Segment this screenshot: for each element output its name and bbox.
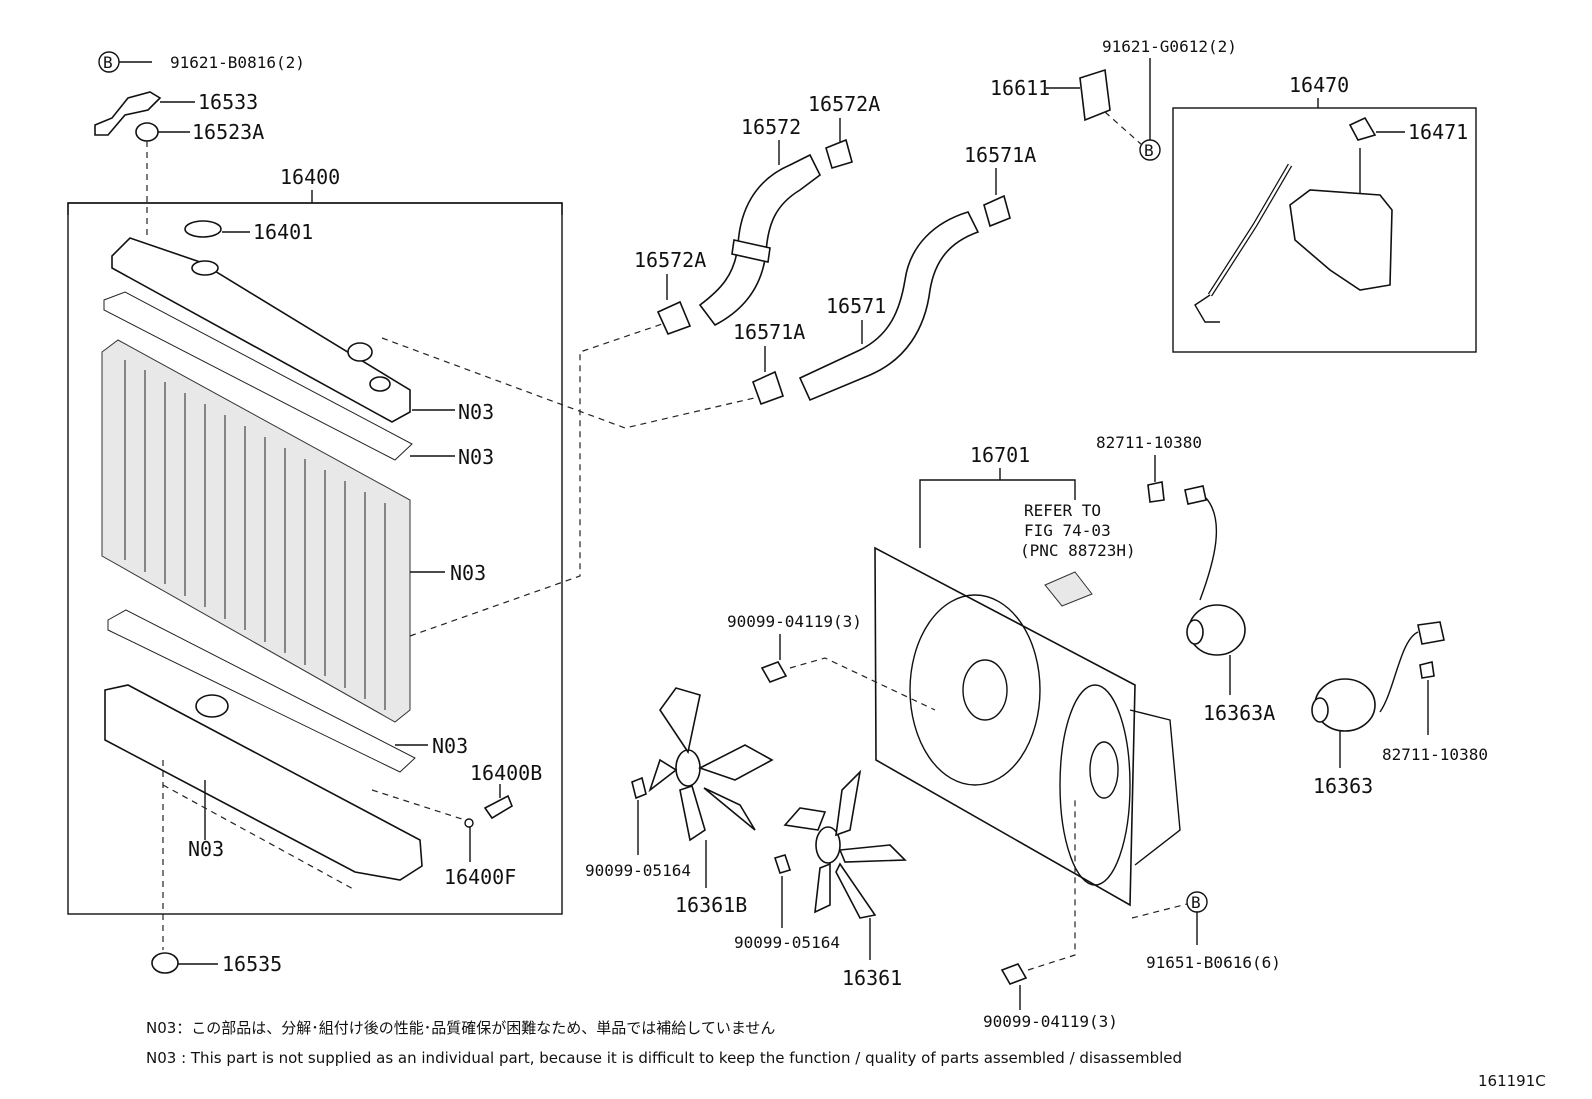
svg-text:B: B bbox=[1191, 893, 1201, 912]
hoses-group: 16572A 16572 16572A 16571A 16571 16571A bbox=[634, 92, 1036, 406]
label-16400: 16400 bbox=[280, 165, 340, 189]
label-16523a: 16523A bbox=[192, 120, 264, 144]
label-16470: 16470 bbox=[1289, 73, 1349, 97]
clamp-16572a-top-icon bbox=[825, 138, 853, 169]
label-16535: 16535 bbox=[222, 952, 282, 976]
label-16401: 16401 bbox=[253, 220, 313, 244]
fan-shroud-16701-icon bbox=[874, 546, 1136, 907]
label-16400b: 16400B bbox=[470, 761, 542, 785]
fan-shroud-group: 16701 REFER TO FIG 74-03 (PNC 88723H) 90… bbox=[585, 433, 1488, 1031]
fan-16361-icon bbox=[783, 769, 907, 919]
radiator-core-icon bbox=[101, 339, 411, 723]
fan-motor-16363-icon bbox=[1311, 678, 1376, 732]
label-16533: 16533 bbox=[198, 90, 258, 114]
fan-motor-16363a-icon bbox=[1186, 604, 1246, 656]
radiator-group: B 91621-B0816(2) 16533 16523A 16400 1640… bbox=[67, 51, 781, 976]
label-16572a-left: 16572A bbox=[634, 248, 706, 272]
label-90099-04119-bot: 90099-04119(3) bbox=[983, 1012, 1118, 1031]
cushion-16535-icon bbox=[151, 952, 179, 974]
clamp-16572a-left-icon bbox=[656, 300, 692, 336]
label-82711-top: 82711-10380 bbox=[1096, 433, 1202, 452]
label-16571a-mid: 16571A bbox=[733, 320, 805, 344]
footnote-english: N03 : This part is not supplied as an in… bbox=[146, 1049, 1182, 1067]
fan-16361b-icon bbox=[648, 687, 774, 842]
clip-82711-bot-icon bbox=[1419, 661, 1435, 679]
radiator-cap-16401-icon bbox=[184, 220, 222, 238]
label-16611: 16611 bbox=[990, 76, 1050, 100]
cushion-16523a-icon bbox=[135, 122, 159, 142]
label-16471: 16471 bbox=[1408, 120, 1468, 144]
bolt-90099-04119-bot-icon bbox=[1000, 963, 1028, 985]
label-16363: 16363 bbox=[1313, 774, 1373, 798]
label-16363a: 16363A bbox=[1203, 701, 1275, 725]
label-n03-3: N03 bbox=[450, 561, 486, 585]
footnote-japanese: N03：この部品は、分解･組付け後の性能･品質確保が困難なため、単品では補給して… bbox=[146, 1019, 775, 1037]
clip-82711-top-icon bbox=[1147, 481, 1165, 503]
label-16571a-top: 16571A bbox=[964, 143, 1036, 167]
nut-90099-05164-left-icon bbox=[631, 776, 647, 800]
svg-text:B: B bbox=[1144, 141, 1154, 160]
label-refer-to: REFER TO bbox=[1024, 501, 1101, 520]
diagram-id: 161191C bbox=[1478, 1072, 1546, 1090]
clamp-16571a-mid-icon bbox=[751, 370, 785, 406]
label-82711-bot: 82711-10380 bbox=[1382, 745, 1488, 764]
label-90099-05164-left: 90099-05164 bbox=[585, 861, 691, 880]
label-91651-b0616: 91651-B0616(6) bbox=[1146, 953, 1281, 972]
label-90099-05164-mid: 90099-05164 bbox=[734, 933, 840, 952]
drain-cock-16400b-icon bbox=[483, 794, 513, 820]
label-16361b: 16361B bbox=[675, 893, 747, 917]
upper-tank-icon bbox=[111, 237, 411, 423]
ref-marker-b-reservoir-icon bbox=[1139, 139, 1161, 161]
label-90099-04119-top: 90099-04119(3) bbox=[727, 612, 862, 631]
label-n03-4: N03 bbox=[432, 734, 468, 758]
label-16400f: 16400F bbox=[444, 865, 516, 889]
label-n03-5: N03 bbox=[188, 837, 224, 861]
label-refer-pnc: (PNC 88723H) bbox=[1020, 541, 1136, 560]
clamp-16571a-top-icon bbox=[983, 194, 1011, 228]
label-16571: 16571 bbox=[826, 294, 886, 318]
radiator-assembly-frame bbox=[67, 202, 563, 915]
upper-gasket-icon bbox=[103, 291, 413, 461]
label-91621-b0816: 91621-B0816(2) bbox=[170, 53, 305, 72]
bolt-90099-04119-top-icon bbox=[760, 661, 788, 683]
reservoir-group: 91621-G0612(2) B 16611 16470 16471 bbox=[990, 37, 1477, 353]
lower-tank-icon bbox=[104, 684, 423, 881]
reservoir-cap-16471-icon bbox=[1348, 116, 1377, 141]
lower-gasket-icon bbox=[107, 609, 416, 773]
nut-90099-05164-mid-icon bbox=[773, 854, 792, 874]
o-ring-16400f-icon bbox=[464, 818, 474, 828]
label-91621-g0612: 91621-G0612(2) bbox=[1102, 37, 1237, 56]
label-refer-fig: FIG 74-03 bbox=[1024, 521, 1111, 540]
ref-marker-b-text: B bbox=[103, 53, 113, 72]
reservoir-assembly-frame bbox=[1172, 107, 1477, 353]
bracket-16533-icon bbox=[94, 91, 162, 136]
lower-hose-16571-icon bbox=[798, 211, 980, 402]
reservoir-tank-icon bbox=[1289, 189, 1393, 291]
label-n03-1: N03 bbox=[458, 400, 494, 424]
bracket-16611-icon bbox=[1079, 68, 1111, 122]
label-16701: 16701 bbox=[970, 443, 1030, 467]
label-16572: 16572 bbox=[741, 115, 801, 139]
label-16572a-top: 16572A bbox=[808, 92, 880, 116]
label-n03-2: N03 bbox=[458, 445, 494, 469]
label-16361: 16361 bbox=[842, 966, 902, 990]
upper-hose-16572-icon bbox=[698, 153, 822, 327]
